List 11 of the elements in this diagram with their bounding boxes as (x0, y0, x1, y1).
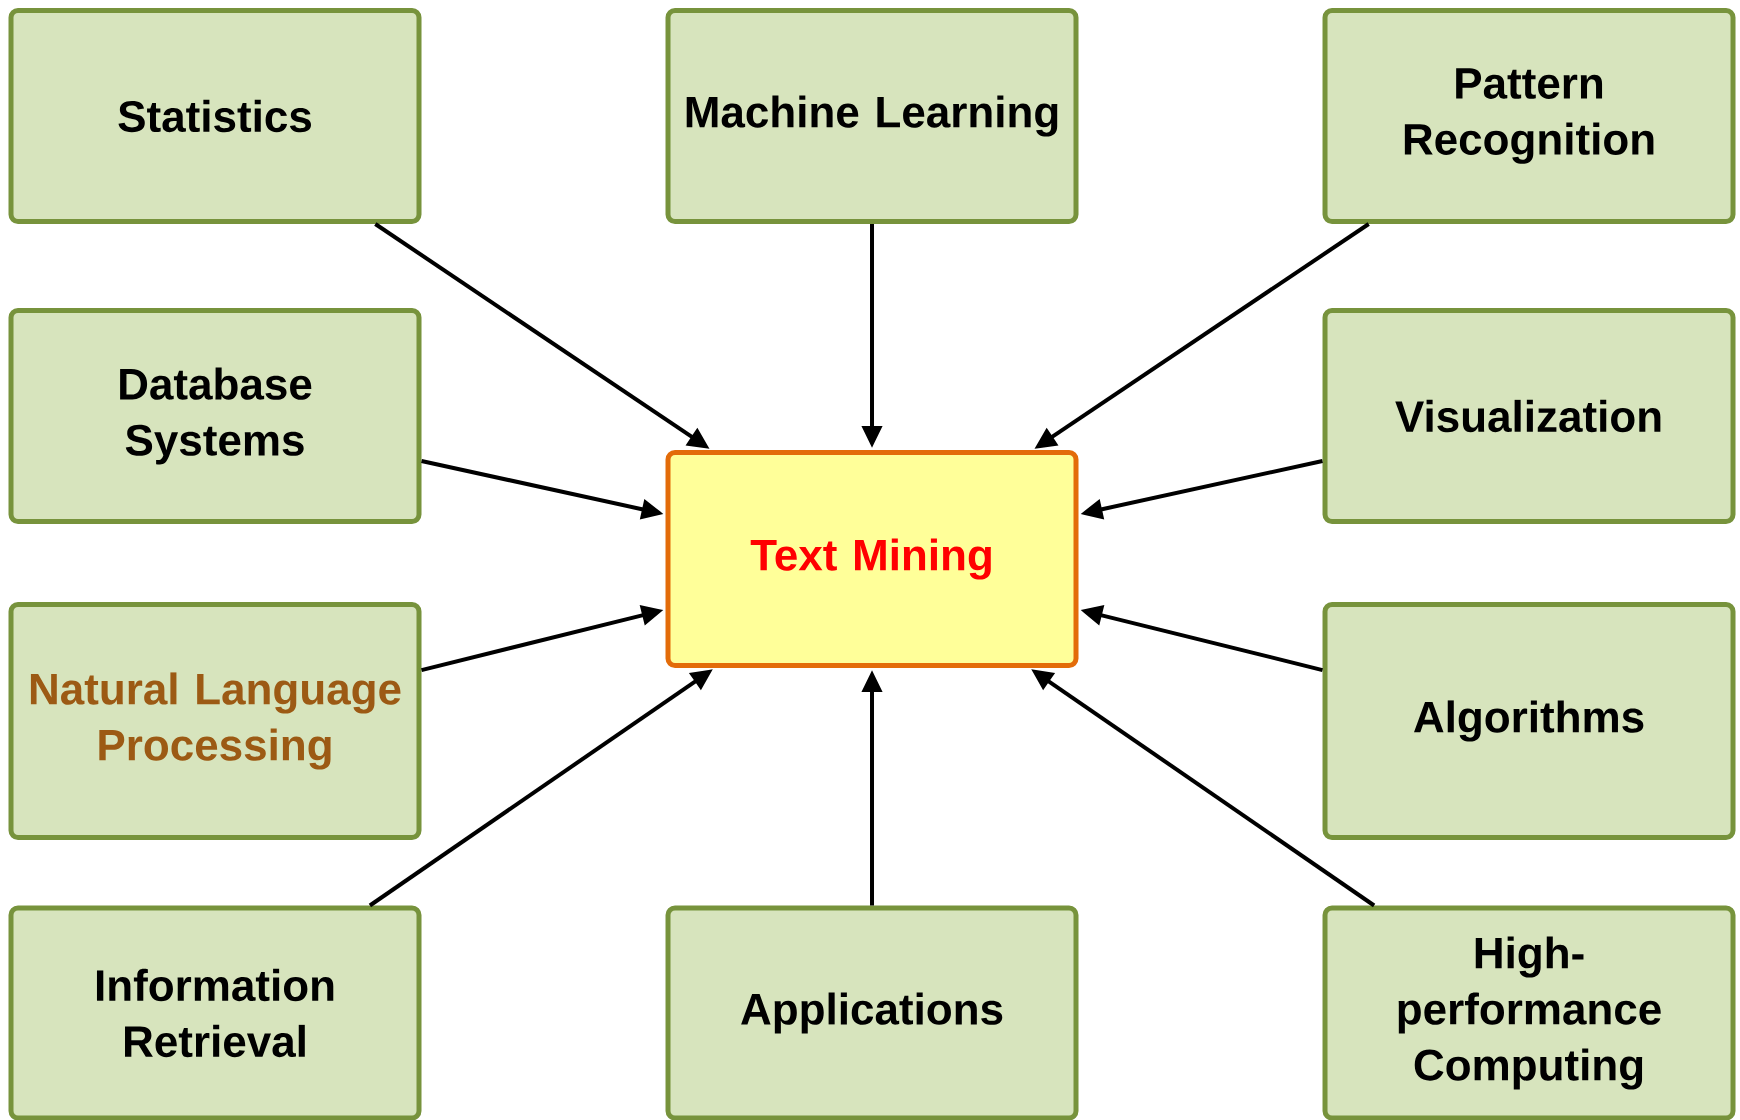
topic-box: Algorithms (1322, 602, 1736, 840)
topic-box: Statistics (8, 8, 422, 224)
central-box: Text Mining (665, 450, 1079, 668)
topic-box: Pattern Recognition (1322, 8, 1736, 224)
topic-box: Machine Learning (665, 8, 1079, 224)
topic-box: Natural Language Processing (8, 602, 422, 840)
topic-box: Database Systems (8, 308, 422, 524)
topic-box: Information Retrieval (8, 905, 422, 1120)
topic-box: Applications (665, 905, 1079, 1120)
topic-box: High-performance Computing (1322, 905, 1736, 1120)
topic-box: Visualization (1322, 308, 1736, 524)
